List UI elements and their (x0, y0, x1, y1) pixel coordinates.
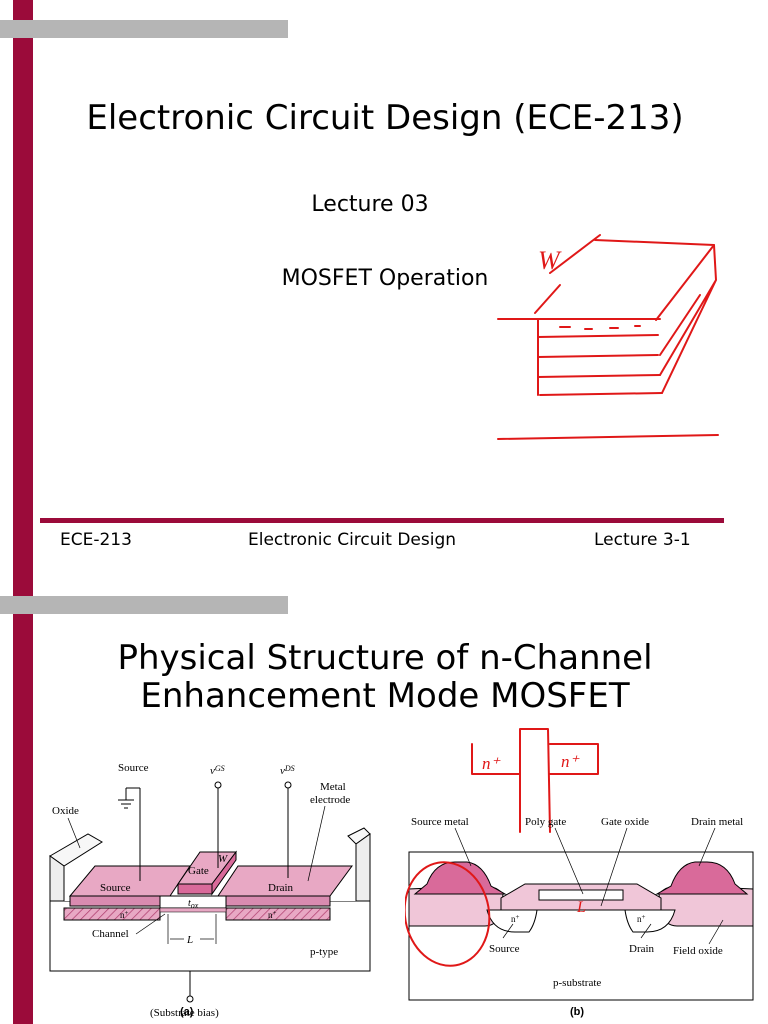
label-channel: Channel (92, 928, 129, 940)
slide-1-title: Electronic Circuit Design (ECE-213) (86, 98, 684, 138)
handwritten-circle (405, 861, 491, 967)
slide-2: Physical Structure of n-Channel Enhancem… (0, 584, 768, 1024)
label-n-plus-source: n+ (511, 913, 520, 924)
annotation-l: L (576, 899, 586, 916)
figure-a-caption: (a) (180, 1006, 194, 1018)
label-drain-region: Drain (268, 882, 294, 894)
label-metal: Metal (320, 781, 346, 793)
label-poly-gate: Poly gate (525, 816, 566, 828)
label-source-region: Source (100, 882, 131, 894)
accent-side-bar (13, 0, 33, 584)
label-tox: tox (188, 898, 199, 910)
figure-b-mosfet-cross-section: Source metal Poly gate Gate oxide Drain … (405, 816, 754, 1001)
label-field-oxide: Field oxide (673, 945, 723, 957)
label-electrode: electrode (310, 794, 350, 806)
lecture-number: Lecture 03 (311, 192, 429, 217)
label-oxide: Oxide (52, 805, 79, 817)
figure-b-caption: (b) (570, 1006, 585, 1018)
label-n-plus-drain: n+ (637, 913, 646, 924)
label-gate-oxide: Gate oxide (601, 816, 649, 828)
label-substrate-bias: (Substrate bias) (150, 1007, 219, 1019)
label-drain: Drain (629, 943, 655, 955)
label-source-metal: Source metal (411, 816, 469, 828)
accent-top-bar (0, 596, 288, 614)
label-source: Source (489, 943, 520, 955)
label-w: W (218, 853, 228, 865)
figure-a-mosfet-3d: Source vGS vDS Metal electrode Oxide Gat… (49, 762, 371, 1019)
annotation-n-plus-right: n⁺ (561, 752, 581, 771)
label-source: Source (118, 762, 149, 774)
footer-rule (40, 518, 724, 523)
label-p-substrate: p-substrate (553, 977, 601, 989)
lecture-topic: MOSFET Operation (281, 266, 489, 291)
handwritten-layer-sketch: W (497, 234, 719, 440)
slide-1: Electronic Circuit Design (ECE-213) Lect… (0, 0, 724, 584)
handwritten-gate-sketch: n⁺ n⁺ (471, 728, 599, 833)
slide-2-title-line-1: Physical Structure of n-Channel (117, 638, 653, 678)
label-n-plus-left: n+ (120, 909, 129, 920)
label-vds: vDS (280, 764, 295, 777)
label-l: L (186, 934, 193, 946)
label-gate: Gate (188, 865, 209, 877)
label-n-plus-right: n+ (268, 909, 277, 920)
annotation-w: W (538, 246, 562, 275)
footer-slide-number: Lecture 3-1 (594, 530, 691, 550)
accent-side-bar (13, 584, 33, 1024)
accent-top-bar (0, 20, 288, 38)
footer-course-code: ECE-213 (60, 530, 132, 550)
label-vgs: vGS (210, 764, 225, 777)
footer-course-name: Electronic Circuit Design (248, 530, 457, 550)
annotation-n-plus-left: n⁺ (482, 754, 502, 773)
label-p-type: p-type (310, 946, 338, 958)
slide-2-title-line-2: Enhancement Mode MOSFET (140, 676, 630, 716)
label-drain-metal: Drain metal (691, 816, 743, 828)
